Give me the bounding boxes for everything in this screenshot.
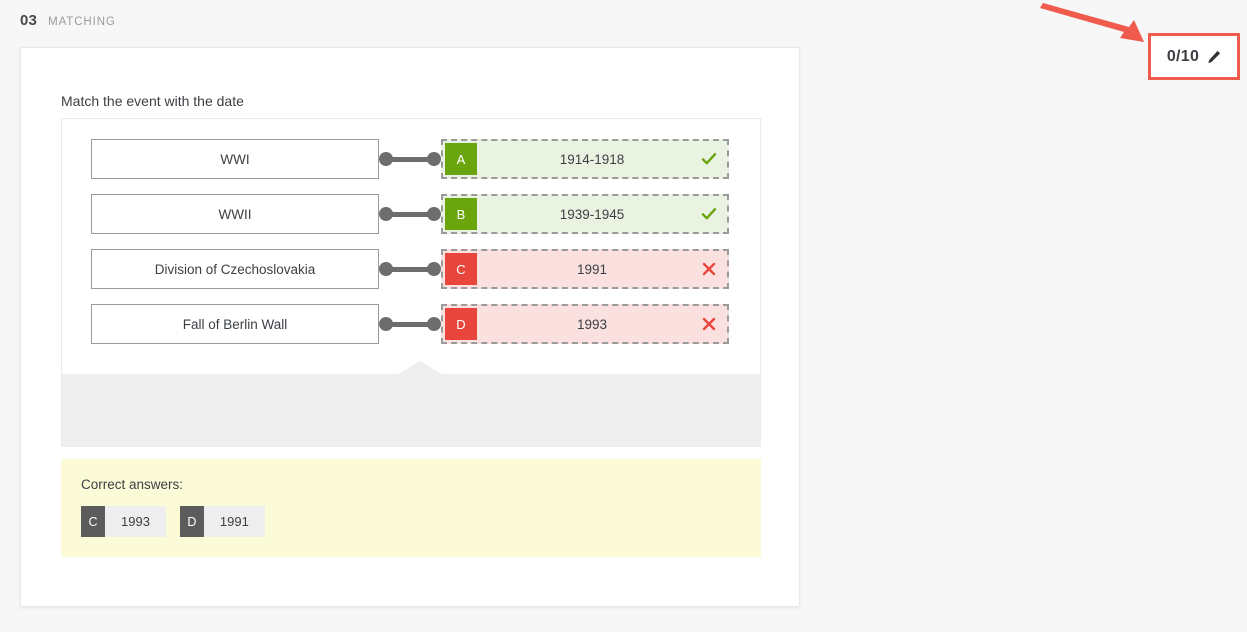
connector-icon bbox=[379, 139, 441, 179]
answer-dropzone[interactable]: A 1914-1918 bbox=[441, 139, 729, 179]
correct-answer-letter: D bbox=[179, 506, 204, 537]
event-label: WWII bbox=[91, 194, 379, 234]
answer-letter-badge: C bbox=[445, 253, 477, 285]
question-card: Match the event with the date WWI A 1914… bbox=[20, 47, 800, 607]
pencil-icon[interactable] bbox=[1207, 50, 1221, 64]
cross-icon bbox=[701, 316, 717, 332]
list-item: C 1993 bbox=[81, 506, 166, 537]
connector-icon bbox=[379, 194, 441, 234]
correct-answers-banner: Correct answers: C 1993 D 1991 bbox=[61, 459, 761, 557]
correct-answer-value: 1991 bbox=[203, 506, 265, 537]
table-row: Division of Czechoslovakia C 1991 bbox=[62, 247, 760, 291]
connector-icon bbox=[379, 249, 441, 289]
cross-icon bbox=[701, 261, 717, 277]
answer-dropzone[interactable]: B 1939-1945 bbox=[441, 194, 729, 234]
table-row: Fall of Berlin Wall D 1993 bbox=[62, 302, 760, 346]
correct-answer-value: 1993 bbox=[105, 506, 166, 537]
correct-answers-list: C 1993 D 1991 bbox=[81, 506, 741, 537]
answer-value: 1914-1918 bbox=[559, 151, 625, 167]
answer-dropzone[interactable]: C 1991 bbox=[441, 249, 729, 289]
correct-answer-letter: C bbox=[81, 506, 105, 537]
answer-bank-dropzone[interactable] bbox=[62, 361, 760, 446]
answer-value: 1939-1945 bbox=[559, 206, 625, 222]
annotation-arrow-icon bbox=[1036, 2, 1148, 44]
score-value: 0/10 bbox=[1166, 47, 1200, 65]
matching-rows: WWI A 1914-1918 WW bbox=[62, 119, 760, 356]
question-prompt: Match the event with the date bbox=[61, 93, 244, 109]
answer-letter-badge: D bbox=[445, 308, 477, 340]
answer-value: 1993 bbox=[576, 316, 608, 332]
list-item: D 1991 bbox=[179, 506, 265, 537]
dropzone-notch-icon bbox=[398, 361, 442, 374]
matching-container: WWI A 1914-1918 WW bbox=[61, 118, 761, 447]
event-label: WWI bbox=[91, 139, 379, 179]
event-label: Fall of Berlin Wall bbox=[91, 304, 379, 344]
score-badge[interactable]: 0/10 bbox=[1148, 33, 1240, 80]
answer-dropzone[interactable]: D 1993 bbox=[441, 304, 729, 344]
correct-answers-title: Correct answers: bbox=[81, 477, 184, 492]
question-header: 03 MATCHING bbox=[20, 12, 116, 29]
table-row: WWI A 1914-1918 bbox=[62, 137, 760, 181]
check-icon bbox=[701, 151, 717, 167]
answer-letter-badge: A bbox=[445, 143, 477, 175]
check-icon bbox=[701, 206, 717, 222]
question-type-label: MATCHING bbox=[48, 16, 116, 28]
table-row: WWII B 1939-1945 bbox=[62, 192, 760, 236]
answer-value: 1991 bbox=[576, 261, 608, 277]
answer-letter-badge: B bbox=[445, 198, 477, 230]
question-number: 03 bbox=[20, 12, 38, 29]
event-label: Division of Czechoslovakia bbox=[91, 249, 379, 289]
connector-icon bbox=[379, 304, 441, 344]
